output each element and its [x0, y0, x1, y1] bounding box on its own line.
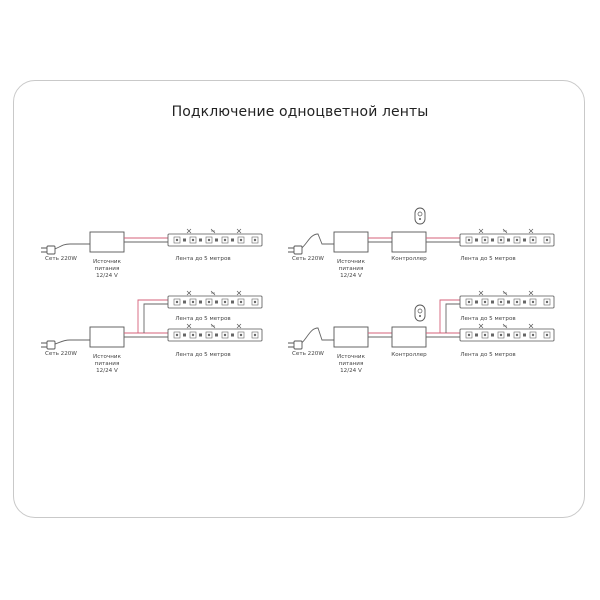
panel-controller-double: Лента до 5 метров Лента до 5 метров Сеть… — [287, 290, 555, 374]
psu-label: Источник — [93, 259, 122, 265]
psu-label: Источник — [337, 354, 366, 360]
psu-label: питания — [339, 266, 364, 272]
mains-label: Сеть 220W — [45, 256, 77, 262]
strip-label: Лента до 5 метров — [460, 352, 515, 358]
psu-label: питания — [95, 361, 120, 367]
mains-label: Сеть 220W — [292, 351, 324, 357]
page-title: Подключение одноцветной ленты — [171, 104, 429, 120]
psu-label: 12/24 V — [96, 368, 118, 374]
controller-label: Контроллер — [391, 352, 427, 358]
panel-controller-single: Сеть 220W Источник питания 12/24 V Контр… — [287, 207, 555, 279]
mains-label: Сеть 220W — [45, 351, 77, 357]
strip-label: Лента до 5 метров — [175, 316, 230, 322]
psu-label: питания — [95, 266, 120, 272]
strip-label: Лента до 5 метров — [175, 352, 230, 358]
strip-label: Лента до 5 метров — [460, 316, 515, 322]
strip-label: Лента до 5 метров — [460, 256, 515, 262]
panel-direct-double: Лента до 5 метров Лента до 5 метров Сеть… — [40, 290, 263, 374]
mains-label: Сеть 220W — [292, 256, 324, 262]
psu-label: Источник — [93, 354, 122, 360]
psu-label: 12/24 V — [96, 273, 118, 279]
psu-label: питания — [339, 361, 364, 367]
controller-label: Контроллер — [391, 256, 427, 262]
panel-direct-single: Сеть 220W Источник питания 12/24 V Лента… — [40, 228, 263, 279]
psu-label: 12/24 V — [340, 368, 362, 374]
psu-label: Источник — [337, 259, 366, 265]
psu-label: 12/24 V — [340, 273, 362, 279]
strip-label: Лента до 5 метров — [175, 256, 230, 262]
